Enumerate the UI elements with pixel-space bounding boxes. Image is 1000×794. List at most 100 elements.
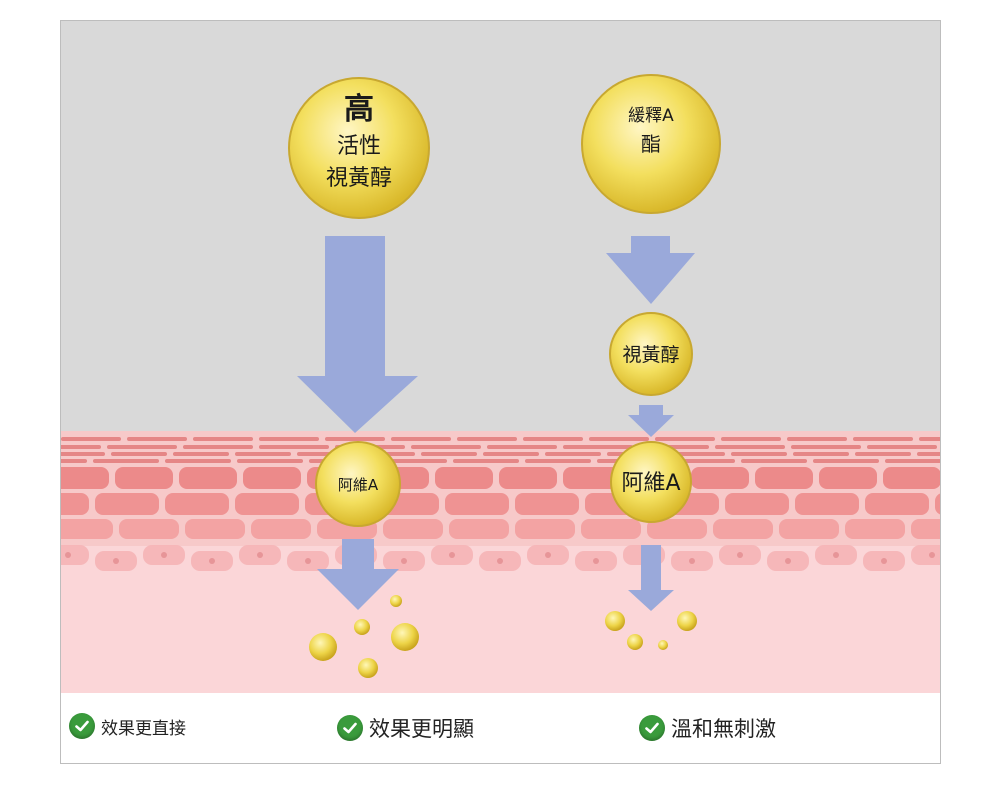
- skin-cell: [691, 467, 749, 489]
- cell-nucleus: [257, 552, 263, 558]
- benefit-label: 效果更明顯: [369, 717, 474, 741]
- left-droplets: [309, 595, 419, 678]
- left-top-ball: 高 活性 視黃醇: [288, 77, 430, 219]
- skin-cell: [669, 452, 725, 456]
- skin-cell: [185, 519, 245, 539]
- skin-cell: [259, 445, 329, 449]
- cell-nucleus: [929, 552, 935, 558]
- skin-cell: [61, 452, 105, 456]
- skin-cell: [865, 493, 929, 515]
- skin-cell: [545, 452, 601, 456]
- skin-cell: [95, 493, 159, 515]
- skin-cell: [61, 519, 113, 539]
- skin-cell: [917, 452, 940, 456]
- check-icon: [337, 715, 363, 741]
- cell-nucleus: [785, 558, 791, 564]
- cell-nucleus: [545, 552, 551, 558]
- cell-nucleus: [209, 558, 215, 564]
- check-icon: [639, 715, 665, 741]
- left-lower-arrow: [317, 539, 399, 610]
- skin-cell: [453, 459, 519, 463]
- skin-cell: [61, 459, 87, 463]
- skin-cell: [731, 452, 787, 456]
- skin-cell: [525, 459, 591, 463]
- skin-cell: [523, 437, 583, 441]
- skin-cell: [457, 437, 517, 441]
- skin-cell: [107, 445, 177, 449]
- skin-cell: [647, 519, 707, 539]
- air-background: [61, 21, 940, 433]
- skin-cell: [251, 519, 311, 539]
- skin-cell: [173, 452, 229, 456]
- skin-cell: [411, 445, 481, 449]
- right-droplets: [605, 611, 697, 650]
- left-large-arrow: [297, 236, 418, 433]
- svg-text:緩釋A: 緩釋A: [628, 106, 674, 126]
- skin-cell: [813, 459, 879, 463]
- skin-cell: [741, 459, 807, 463]
- skin-cell: [911, 545, 940, 565]
- skin-cell: [855, 452, 911, 456]
- skin-cell: [819, 467, 877, 489]
- skin-cell: [563, 467, 621, 489]
- skin-cell: [61, 445, 101, 449]
- skin-cell: [165, 459, 231, 463]
- skin-cell: [563, 445, 633, 449]
- svg-text:視黃醇: 視黃醇: [622, 344, 679, 366]
- skin-cell: [421, 452, 477, 456]
- skin-cell: [779, 519, 839, 539]
- skin-cell: [93, 459, 159, 463]
- cell-nucleus: [161, 552, 167, 558]
- skin-cell: [61, 493, 89, 515]
- benefit-item-gentle: 溫和無刺激: [639, 713, 776, 743]
- skin-cell: [867, 445, 937, 449]
- cell-nucleus: [401, 558, 407, 564]
- right-top-arrow: [606, 236, 695, 304]
- benefit-item-obvious: 效果更明顯: [337, 713, 474, 743]
- skin-cell: [581, 519, 641, 539]
- cell-nucleus: [833, 552, 839, 558]
- cell-nucleus: [65, 552, 71, 558]
- right-top-ball: 緩釋A 酯: [581, 74, 721, 214]
- skin-cell: [235, 493, 299, 515]
- skin-cell: [391, 437, 451, 441]
- cell-nucleus: [449, 552, 455, 558]
- skin-cell: [193, 437, 253, 441]
- left-skin-ball: 阿維A: [315, 441, 401, 527]
- right-lower-arrow: [628, 545, 674, 611]
- skin-cell: [721, 437, 781, 441]
- skin-cell: [119, 519, 179, 539]
- skin-cell: [755, 467, 813, 489]
- skin-cell: [655, 437, 715, 441]
- benefit-label: 效果更直接: [101, 718, 186, 739]
- skin-cell: [237, 459, 303, 463]
- skin-cell: [793, 452, 849, 456]
- skin-cell: [483, 452, 539, 456]
- svg-text:阿維A: 阿維A: [621, 471, 680, 496]
- skin-cell: [715, 445, 785, 449]
- skin-cell: [853, 437, 913, 441]
- check-icon: [69, 713, 95, 739]
- skin-cell: [713, 519, 773, 539]
- benefit-label: 溫和無刺激: [671, 717, 776, 741]
- svg-text:阿維A: 阿維A: [338, 476, 379, 494]
- skin-cell: [165, 493, 229, 515]
- skin-cell: [845, 519, 905, 539]
- skin-cell: [725, 493, 789, 515]
- right-middle-ball: 視黃醇: [609, 312, 693, 396]
- skin-cell: [911, 519, 940, 539]
- skin-cell: [445, 493, 509, 515]
- svg-text:活性: 活性: [337, 134, 381, 159]
- skin-cell: [499, 467, 557, 489]
- cell-nucleus: [881, 558, 887, 564]
- cell-nucleus: [305, 558, 311, 564]
- skin-cell: [383, 519, 443, 539]
- cell-nucleus: [113, 558, 119, 564]
- svg-text:酯: 酯: [641, 132, 661, 156]
- skin-cell: [61, 467, 109, 489]
- svg-text:高: 高: [344, 92, 374, 127]
- skin-cell: [61, 545, 89, 565]
- right-skin-ball: 阿維A: [610, 441, 692, 523]
- skin-cell: [589, 437, 649, 441]
- skin-cell: [111, 452, 167, 456]
